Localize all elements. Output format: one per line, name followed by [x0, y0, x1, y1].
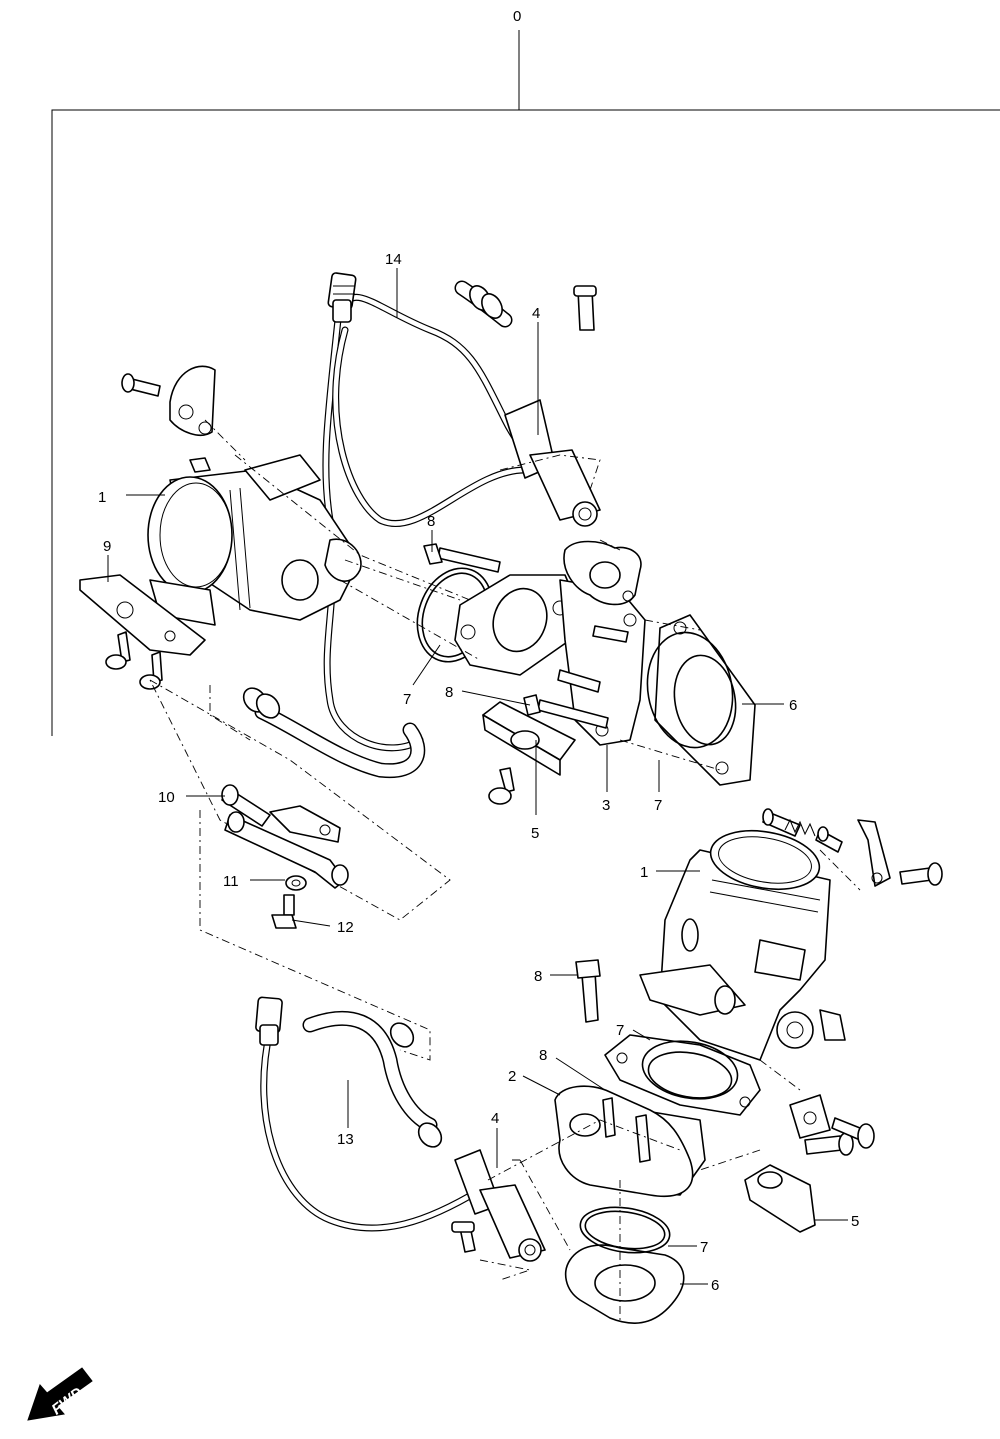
- callout-8-top: 8: [427, 513, 435, 530]
- screw-8-lower: [575, 959, 601, 1023]
- leader-lines: [107, 268, 848, 1285]
- sensor-4-top: [504, 285, 601, 527]
- bracket-screw-right: [789, 1094, 875, 1149]
- callout-11: 11: [223, 873, 239, 890]
- callout-4-top: 4: [532, 305, 540, 322]
- dash-lines-bottom: [479, 849, 861, 1320]
- callout-14: 14: [385, 251, 402, 268]
- callout-10: 10: [158, 789, 175, 806]
- callout-6-top: 6: [789, 697, 797, 714]
- bolt-12: [271, 894, 297, 929]
- callout-7-top: 7: [654, 797, 662, 814]
- callout-7-bottom: 7: [700, 1239, 708, 1256]
- intake-manifold-3: [454, 574, 646, 746]
- vacuum-hose-top: [242, 687, 426, 779]
- throttle-body-1-bottom: [639, 830, 846, 1061]
- insulator-2: [554, 1085, 694, 1197]
- callout-8-mid: 8: [445, 684, 453, 701]
- gasket-9: [79, 574, 206, 656]
- gasket-6-bottom: [564, 1206, 685, 1324]
- callout-8-lower: 8: [534, 968, 542, 985]
- insulator-top: [563, 540, 642, 606]
- screws-under-gasket-9: [105, 631, 163, 690]
- wire-harness-14: [322, 272, 564, 752]
- callout-8-lower2: 8: [539, 1047, 547, 1064]
- sensor-5-bottom: [744, 1132, 854, 1233]
- callout-13: 13: [337, 1131, 354, 1148]
- callout-7-left: 7: [403, 691, 411, 708]
- assembly-bracket: [51, 30, 1000, 736]
- washer-11: [285, 875, 307, 891]
- callout-5-top: 5: [531, 825, 539, 842]
- callout-9: 9: [103, 538, 111, 555]
- breather-pipe-10: [221, 784, 349, 889]
- screws-spring-top-right: [762, 808, 943, 887]
- callout-4-bottom: 4: [491, 1110, 499, 1127]
- throttle-body-1-top: [147, 454, 362, 626]
- screw-8-top: [423, 543, 501, 573]
- callout-assembly-0: 0: [513, 8, 521, 25]
- vacuum-hose-13: [302, 1010, 443, 1148]
- callout-3: 3: [602, 797, 610, 814]
- callout-1-bottom: 1: [640, 864, 648, 881]
- bracket-screw-upper-left: [121, 365, 216, 436]
- callout-6-bottom: 6: [711, 1277, 719, 1294]
- callout-12: 12: [337, 919, 354, 936]
- callout-5-bottom: 5: [851, 1213, 859, 1230]
- sensor-5-top: [482, 701, 576, 805]
- callout-2: 2: [508, 1068, 516, 1085]
- dash-lines-middle: [199, 810, 431, 1061]
- sensor-4-bottom: [451, 1149, 546, 1262]
- wire-harness-bottom: [255, 996, 484, 1232]
- callout-7-lower-top: 7: [616, 1022, 624, 1039]
- screws-8-mid: [523, 625, 629, 729]
- hose-clamp-top: [454, 280, 513, 328]
- dash-lines-top: [149, 419, 721, 921]
- fwd-arrow: [27, 1367, 93, 1421]
- gasket-6-top: [646, 614, 756, 786]
- callout-1-top: 1: [98, 489, 106, 506]
